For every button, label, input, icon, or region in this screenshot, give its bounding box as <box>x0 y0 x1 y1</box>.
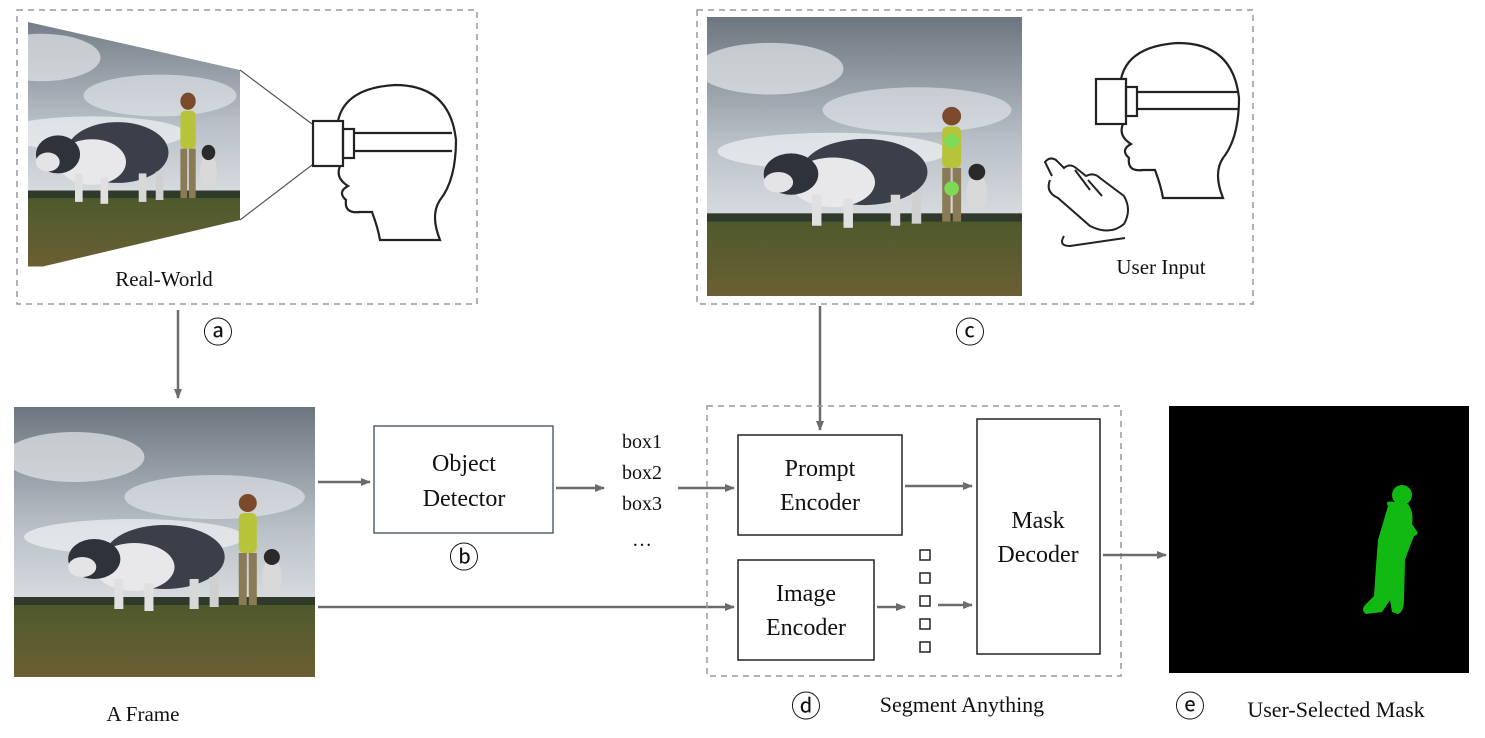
mask-decoder-box <box>976 418 1101 655</box>
image-encoder-box <box>737 559 875 661</box>
image-embedding-squares <box>919 549 931 653</box>
marker-d: ⓓ <box>791 691 821 724</box>
user-input-panel <box>696 9 1254 305</box>
box-label-1: box1 <box>622 431 662 453</box>
marker-e: ⓔ <box>1175 691 1205 724</box>
prompt-encoder-line1: Prompt <box>785 456 856 482</box>
user-input-label: User Input <box>1116 255 1205 279</box>
mask-decoder-line2: Decoder <box>997 542 1078 568</box>
vr-headset-head-icon-2 <box>1094 41 1241 200</box>
box-label-2: box2 <box>622 462 662 484</box>
user-input-photo <box>707 17 1022 296</box>
marker-b: ⓑ <box>449 542 479 575</box>
image-encoder-line2: Encoder <box>766 615 846 641</box>
vr-headset-head-icon <box>311 83 458 242</box>
person-mask-silhouette <box>1363 485 1418 614</box>
mask-output-image <box>1169 406 1469 673</box>
view-cone-bottom <box>239 164 313 221</box>
click-point-2 <box>944 181 959 196</box>
click-point-1 <box>944 133 959 149</box>
real-world-panel <box>16 9 478 305</box>
hand-tap-icon <box>1043 157 1129 248</box>
prompt-encoder-box <box>737 434 903 536</box>
user-selected-mask-label: User-Selected Mask <box>1247 697 1424 722</box>
box-label-ellipsis: … <box>632 529 652 551</box>
real-world-label: Real-World <box>115 267 213 291</box>
a-frame-label: A Frame <box>107 702 180 726</box>
object-detector-box <box>373 425 554 534</box>
view-cone-top <box>239 69 313 125</box>
prompt-encoder-line2: Encoder <box>780 490 860 516</box>
mask-decoder-line1: Mask <box>1011 508 1064 534</box>
segment-anything-panel <box>706 405 1122 677</box>
real-world-photo <box>28 22 240 267</box>
image-encoder-line1: Image <box>776 581 836 607</box>
marker-a: ⓐ <box>203 317 233 350</box>
frame-photo <box>14 407 315 677</box>
object-detector-line1: Object <box>432 451 496 477</box>
object-detector-line2: Detector <box>423 486 506 512</box>
marker-c: ⓒ <box>955 317 985 350</box>
box-label-3: box3 <box>622 493 662 515</box>
segment-anything-label: Segment Anything <box>880 692 1044 717</box>
